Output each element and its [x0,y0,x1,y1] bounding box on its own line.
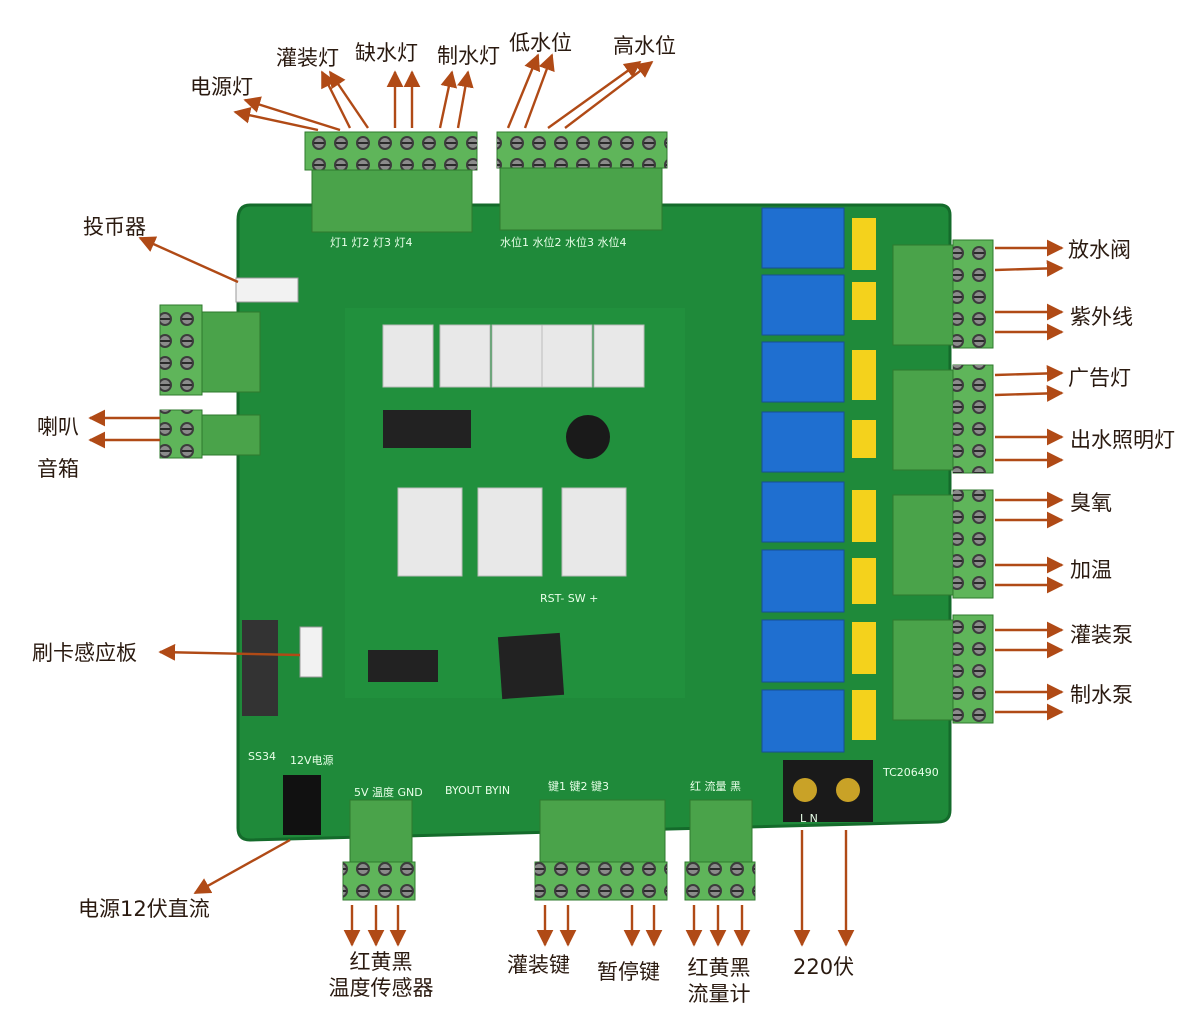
right-connector-1 [892,239,994,349]
flow-connector [684,799,756,901]
coin-connector [159,304,261,396]
dc-jack [283,775,321,835]
ic-driver [383,410,471,448]
mains-terminal [783,760,873,822]
label-power-12v-dc: 电源12伏直流 [78,897,210,921]
water-level-terminal-block [496,131,668,231]
coin-header-white [235,277,299,303]
label-speaker: 音箱 [37,457,79,481]
temp-connector [342,799,416,901]
capacitor-bank [852,218,876,740]
speaker-connector [159,409,261,459]
lights-terminal-block [304,131,478,233]
label-temp-sensor-colors: 红黄黑 [349,950,413,974]
label-fill-key: 灌装键 [507,953,570,977]
label-flowmeter: 红黄黑 流量计 [674,955,764,1008]
silk-model: TC206490 [882,766,939,779]
display-row-large [397,487,627,577]
buzzer [566,415,610,459]
label-filling-pump: 灌装泵 [1070,623,1133,647]
silk-power-12v: 12V电源 [290,753,334,767]
annotation-arrows [88,53,1064,947]
silk-lights: 灯1 灯2 灯3 灯4 [330,236,412,249]
silk-flow: 红 流量 黑 [690,779,741,793]
label-temp-sensor-name: 温度传感器 [328,976,434,1001]
label-ad-light: 广告灯 [1068,366,1131,390]
label-temp-sensor: 红黄黑 温度传感器 [318,949,444,1002]
card-header-white [299,626,323,678]
right-connector-2 [892,364,994,474]
label-flowmeter-name: 流量计 [687,982,751,1007]
voltage-regulator [242,620,278,716]
display-row-top [382,324,645,388]
label-uv-lamp: 紫外线 [1070,305,1133,329]
label-pause-key: 暂停键 [597,960,660,984]
label-mains-220v: 220伏 [793,955,855,979]
right-connector-3 [892,489,994,599]
label-flowmeter-colors: 红黄黑 [687,956,751,980]
label-water-shortage-light: 缺水灯 [355,41,418,65]
label-water-making-light: 制水灯 [437,44,500,68]
label-horn: 喇叭 [37,415,79,439]
relay-bank [761,207,845,753]
keys-connector [534,799,668,901]
label-high-water-level: 高水位 [613,34,676,58]
label-water-pump: 制水泵 [1070,683,1133,707]
label-outlet-light: 出水照明灯 [1070,428,1175,452]
label-filling-light: 灌装灯 [276,46,339,70]
ic-small [368,650,438,682]
silk-keys: 键1 键2 键3 [548,779,609,793]
label-card-reader: 刷卡感应板 [32,641,137,665]
silk-temp: 5V 温度 GND [354,785,423,799]
silk-ln: L N [800,812,818,825]
silk-rst-sw: RST- SW + [540,592,598,605]
silk-water-level: 水位1 水位2 水位3 水位4 [500,235,626,249]
label-ozone: 臭氧 [1070,491,1112,515]
silk-ss34: SS34 [248,750,276,763]
label-power-light: 电源灯 [190,75,253,99]
label-heating: 加温 [1070,558,1112,582]
ic-mcu [497,632,565,700]
silk-byout: BYOUT BYIN [445,784,510,797]
label-coin-acceptor: 投币器 [83,215,146,239]
label-drain-valve: 放水阀 [1068,238,1131,262]
label-low-water-level: 低水位 [509,31,572,55]
right-connector-4 [892,614,994,724]
